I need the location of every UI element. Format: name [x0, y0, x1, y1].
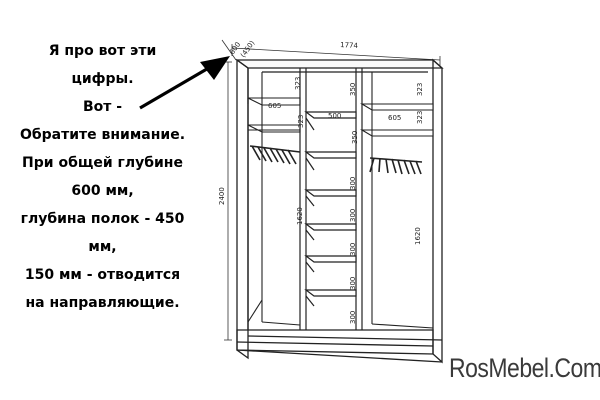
- annotation-line: При общей глубине: [22, 155, 183, 171]
- center-shelf-gap-label: 300: [349, 209, 357, 222]
- center-gap-2-label: 350: [351, 131, 359, 144]
- center-shelf-gap-label: 300: [349, 243, 357, 256]
- center-width-label: 500: [328, 112, 341, 120]
- left-hanging-height-label: 1620: [296, 207, 304, 225]
- right-shelf-width-label: 605: [388, 114, 401, 122]
- width-label: 1774: [340, 41, 359, 50]
- left-shelf-gap-label: 323: [294, 77, 302, 90]
- annotation-line: 150 мм - отводится: [24, 267, 181, 283]
- left-shelf-width-label: 605: [268, 102, 281, 110]
- site-logo: RosMebel.Com: [449, 353, 600, 383]
- annotation-line: мм,: [88, 239, 117, 255]
- annotation-line: Вот -: [82, 99, 123, 115]
- annotation-line: цифры.: [71, 71, 134, 87]
- center-shelf-gap-label: 300: [349, 277, 357, 290]
- annotation-line: глубина полок - 450: [20, 211, 185, 227]
- left-hangers: [251, 145, 297, 165]
- right-hanging-height-label: 1620: [414, 227, 422, 245]
- right-hangers: [369, 157, 422, 175]
- center-top-gap-label: 350: [349, 83, 357, 96]
- left-compartment: [247, 72, 301, 326]
- annotation-line: на направляющие.: [25, 295, 180, 311]
- right-shelf-gap-label: 323: [416, 83, 424, 96]
- pointer-arrow: [139, 56, 230, 110]
- annotation-line: 600 мм,: [71, 183, 134, 199]
- height-label: 2400: [218, 187, 226, 205]
- center-shelf-gap-label: 300: [349, 311, 357, 324]
- annotation-line: Обратите внимание.: [19, 127, 186, 143]
- annotation-line: Я про вот эти: [48, 43, 157, 59]
- cabinet-body: [235, 58, 444, 364]
- right-compartment: [360, 72, 434, 329]
- center-shelf-gap-label: 300: [349, 177, 357, 190]
- left-shelf-gap-2-label: 323: [297, 115, 305, 128]
- right-shelf-gap-2-label: 323: [416, 111, 424, 124]
- center-column: [299, 68, 363, 330]
- depth-dimension: [221, 39, 237, 61]
